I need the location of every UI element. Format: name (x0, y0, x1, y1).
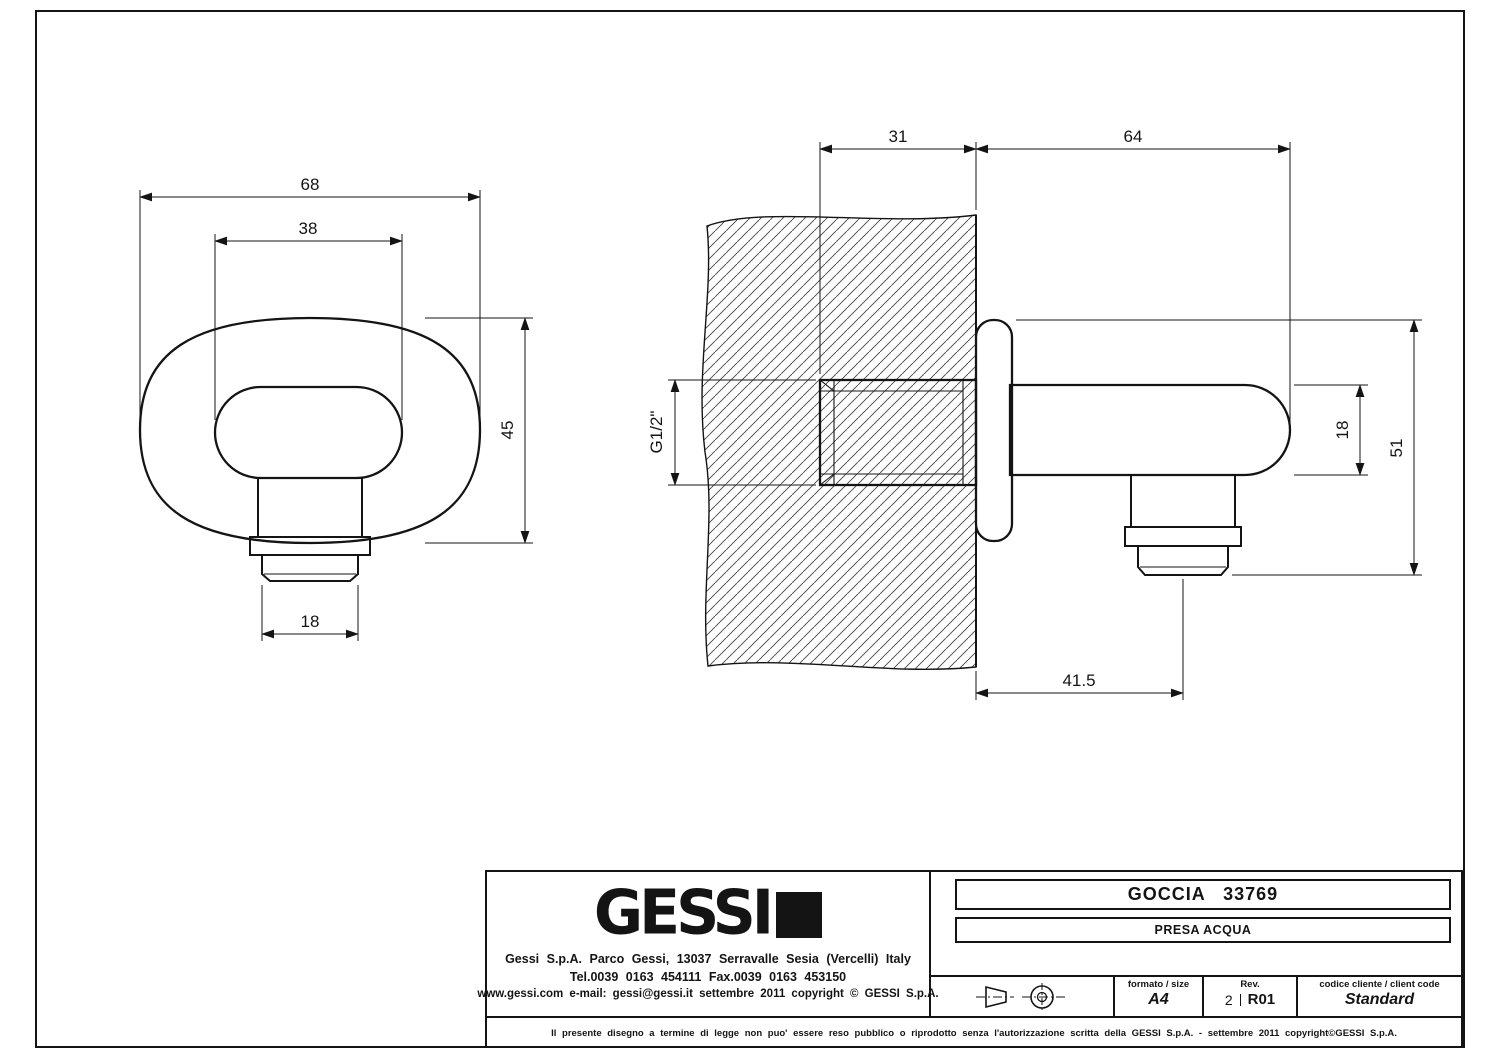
gessi-logo-square-mark (776, 892, 823, 938)
dim-label-height: 45 (498, 421, 517, 440)
info-row: formato / size A4 Rev. 2 R01 codice clie… (931, 975, 1461, 1016)
legal-notice: Il presente disegno a termine di legge n… (487, 1016, 1461, 1048)
client-code-label: codice cliente / client code (1319, 979, 1440, 990)
revision-separator (1239, 993, 1241, 1006)
product-name: GOCCIA 33769 (955, 879, 1451, 910)
revision-code: R01 (1247, 991, 1276, 1008)
escutcheon-body-outline (138, 316, 482, 545)
format-value: A4 (1148, 991, 1169, 1008)
spout-opening-outline (213, 385, 404, 480)
revision-number: 2 (1224, 991, 1233, 1008)
client-code-value: Standard (1344, 991, 1415, 1008)
gessi-logo: GESSI (593, 876, 823, 950)
revision-label: Rev. (1240, 979, 1260, 990)
product-type: PRESA ACQUA (955, 917, 1451, 943)
dim-label-thread: G1/2" (647, 411, 666, 454)
thread-chamfer-top (819, 379, 835, 392)
outlet-nut-outline (1137, 545, 1229, 576)
company-address-line: Gessi S.p.A. Parco Gessi, 13037 Serraval… (505, 952, 911, 966)
outlet-collar-outline (1124, 526, 1242, 547)
dim-label-nut-width: 18 (301, 612, 320, 631)
revision-cell: Rev. 2 R01 (1204, 977, 1298, 1016)
nut-outline (261, 554, 359, 582)
dim-label-spout-width: 38 (299, 219, 318, 238)
front-view (138, 316, 482, 582)
company-panel: GESSI Gessi S.p.A. Parco Gessi, 13037 Se… (477, 872, 939, 1016)
flange-outline (974, 318, 1014, 543)
dim-label-arm-diameter: 18 (1333, 421, 1352, 440)
collar-outline (249, 536, 371, 556)
dim-label-wall-depth: 31 (889, 127, 908, 146)
arm-outline (1008, 383, 1292, 477)
format-cell: formato / size A4 (1115, 977, 1204, 1016)
dim-label-overall-width: 68 (301, 175, 320, 194)
title-block-main: GESSI Gessi S.p.A. Parco Gessi, 13037 Se… (477, 872, 1461, 1016)
dim-label-overall-height: 51 (1387, 439, 1406, 458)
front-view-dimensions: 68 38 45 18 (139, 175, 533, 641)
dim-label-outlet-offset: 41.5 (1062, 671, 1095, 690)
revision-values: 2 R01 (1225, 991, 1275, 1008)
company-web-line: www.gessi.com e-mail: gessi@gessi.it set… (477, 988, 939, 1001)
company-phone-line: Tel.0039 0163 454111 Fax.0039 0163 45315… (569, 970, 847, 985)
projection-symbol-cell (931, 977, 1115, 1016)
gessi-logo-text: GESSI (593, 877, 774, 949)
thread-chamfer-bottom (819, 473, 835, 486)
dim-label-arm-length: 64 (1124, 127, 1143, 146)
title-block: GESSI Gessi S.p.A. Parco Gessi, 13037 Se… (477, 870, 1463, 1048)
wall-section-hatched (701, 214, 977, 671)
first-angle-projection-icon (976, 982, 1068, 1011)
client-code-cell: codice cliente / client code Standard (1298, 977, 1461, 1016)
format-label: formato / size (1127, 979, 1190, 990)
section-view-dimensions: 31 64 G1/2" 18 51 41.5 (647, 127, 1422, 700)
section-view (701, 214, 1292, 671)
drawing-info-panel: GOCCIA 33769 PRESA ACQUA (931, 872, 1461, 1016)
